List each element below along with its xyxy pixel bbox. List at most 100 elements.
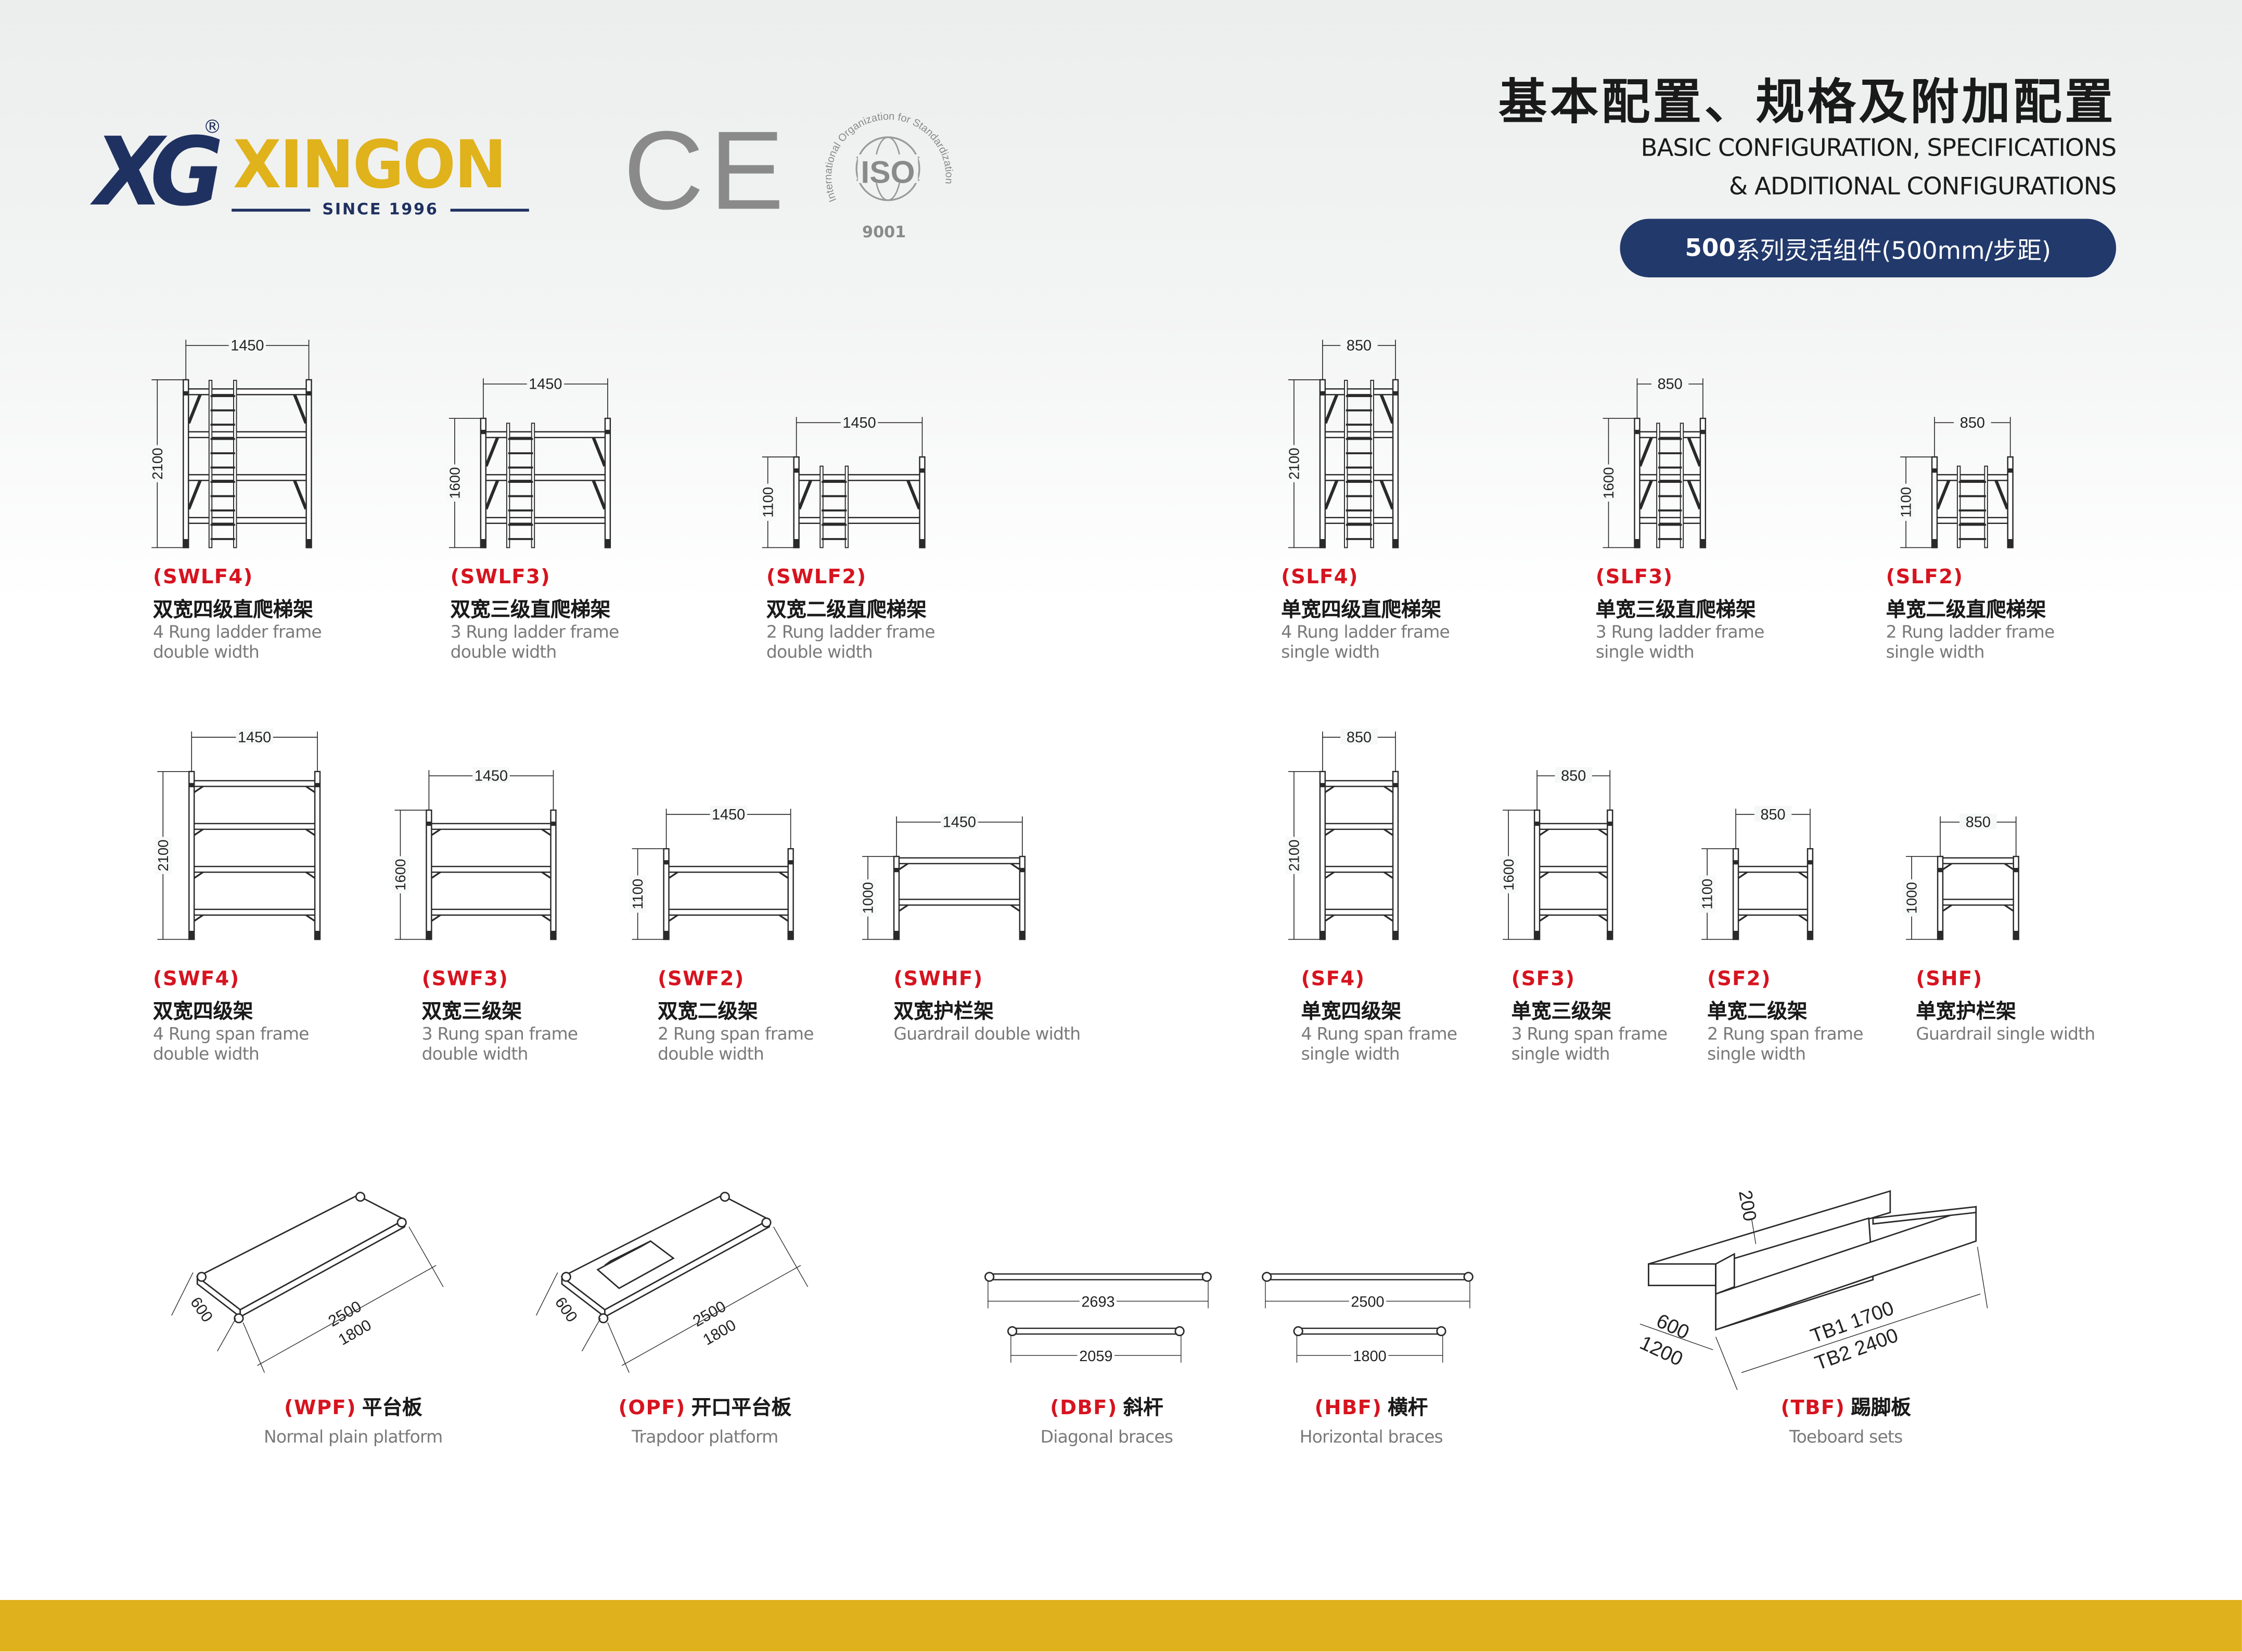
since-line: SINCE 1996 bbox=[232, 200, 529, 219]
product-name-cn: 单宽三级架 bbox=[1511, 1001, 1611, 1024]
frame-rung bbox=[1933, 474, 2011, 481]
frame-rung bbox=[190, 780, 318, 787]
product-name-cn: 双宽四级直爬梯架 bbox=[153, 599, 313, 622]
frame-rung bbox=[1735, 908, 1811, 916]
ladder-stile bbox=[1656, 422, 1660, 548]
accessory-title: (OPF)开口平台板 bbox=[618, 1393, 791, 1422]
frame-rung bbox=[1536, 866, 1611, 873]
ladder-stile bbox=[1984, 465, 1988, 548]
product-code: (SWF2) bbox=[658, 968, 745, 991]
width-dimension: 850 bbox=[1347, 729, 1372, 746]
product-name-cn: 单宽四级架 bbox=[1301, 1001, 1402, 1024]
frame-rung bbox=[190, 823, 318, 830]
divider bbox=[232, 208, 311, 211]
frame-rung bbox=[1322, 388, 1397, 395]
height-dimension: 200 bbox=[1735, 1188, 1761, 1223]
product-code: (OPF) bbox=[618, 1397, 686, 1420]
height-dimension: 2100 bbox=[149, 448, 165, 480]
frame-rung bbox=[428, 908, 554, 916]
product-code: (TBF) bbox=[1780, 1397, 1846, 1420]
page-title-en-2: & ADDITIONAL CONFIGURATIONS bbox=[1728, 173, 2117, 202]
accessory-title: (TBF)踢脚板 bbox=[1781, 1393, 1911, 1422]
length-dimension: 2059 bbox=[1079, 1348, 1112, 1365]
product-name-en-2: single width bbox=[1511, 1044, 1610, 1064]
accessory-title: (WPF)平台板 bbox=[264, 1393, 442, 1422]
product-code: (SF2) bbox=[1707, 968, 1771, 991]
product-name-en-2: double width bbox=[153, 642, 260, 662]
frame-rung bbox=[482, 431, 609, 439]
ladder-stile bbox=[506, 422, 510, 548]
series-badge-text: 系列灵活组件(500mm/步距) bbox=[1735, 237, 2052, 266]
frame-rung bbox=[1536, 908, 1611, 916]
product-name-cn: 双宽护栏架 bbox=[893, 1001, 994, 1024]
height-dimension: 1600 bbox=[446, 467, 463, 499]
product-name-en-2: single width bbox=[1886, 642, 1985, 662]
accessory-label: (OPF)开口平台板 Trapdoor platform bbox=[618, 1393, 791, 1447]
height-dimension: 1000 bbox=[1904, 882, 1920, 914]
product-name-cn: 单宽四级直爬梯架 bbox=[1281, 599, 1441, 622]
product-name-cn: 单宽二级直爬梯架 bbox=[1886, 599, 2046, 622]
frame-post bbox=[1634, 417, 1641, 548]
iso-number: 9001 bbox=[862, 223, 906, 242]
frame-rung bbox=[665, 866, 791, 873]
product-name-cn: 开口平台板 bbox=[691, 1397, 792, 1420]
frame-drawing: 850 1000 bbox=[1903, 813, 2019, 940]
product-name-en: Guardrail single width bbox=[1916, 1023, 2095, 1044]
width-dimension: 850 bbox=[1347, 338, 1372, 354]
frame-post bbox=[1392, 771, 1399, 940]
width-dimension: 1450 bbox=[475, 768, 508, 785]
product-code: (SLF2) bbox=[1886, 566, 1964, 590]
frame-post bbox=[604, 417, 611, 548]
ladder-stile bbox=[1956, 465, 1961, 548]
frame-rung bbox=[190, 866, 318, 873]
product-name-cn: 单宽三级直爬梯架 bbox=[1595, 599, 1756, 622]
product-name-en: 2 Rung span frame bbox=[1707, 1023, 1863, 1044]
brace-tube bbox=[985, 1273, 1211, 1280]
width-dimension: 1450 bbox=[230, 338, 264, 354]
frame-post bbox=[426, 809, 432, 940]
xg-logo-mark: XG bbox=[94, 117, 224, 227]
product-code: (SWLF2) bbox=[766, 566, 867, 590]
product-name-en: Horizontal braces bbox=[1299, 1427, 1443, 1447]
product-code: (SWLF3) bbox=[450, 566, 551, 590]
frame-rung bbox=[185, 474, 310, 481]
frame-post bbox=[305, 379, 312, 548]
product-name-en-2: single width bbox=[1301, 1044, 1400, 1064]
product-name-en: Trapdoor platform bbox=[632, 1427, 778, 1447]
frame-post bbox=[183, 379, 189, 548]
iso-text: ISO bbox=[861, 155, 915, 190]
width-dimension: 850 bbox=[1658, 376, 1683, 393]
brace-tube bbox=[1263, 1273, 1472, 1280]
height-dimension: 1100 bbox=[630, 879, 646, 910]
product-name-cn: 双宽二级架 bbox=[658, 1001, 758, 1024]
frame-rung bbox=[895, 899, 1023, 906]
product-name-en: Diagonal braces bbox=[1040, 1427, 1173, 1447]
width-dimension: 850 bbox=[1966, 814, 1991, 831]
product-name-en: Toeboard sets bbox=[1789, 1427, 1903, 1447]
product-name-en: 3 Rung ladder frame bbox=[1595, 622, 1765, 642]
depth-dimension: 600 bbox=[552, 1294, 581, 1325]
frame-rung bbox=[1322, 431, 1397, 439]
footer-bar bbox=[0, 1600, 2242, 1651]
product-name-en-2: single width bbox=[1707, 1044, 1806, 1064]
ladder-stile bbox=[233, 380, 237, 548]
product-name-cn: 踢脚板 bbox=[1851, 1397, 1911, 1420]
product-name-en-2: double width bbox=[658, 1044, 764, 1064]
product-name-en: 2 Rung span frame bbox=[658, 1023, 814, 1044]
frame-rung bbox=[1536, 823, 1611, 830]
ladder-stile bbox=[1344, 380, 1348, 548]
frame-rung bbox=[190, 908, 318, 916]
width-dimension: 1450 bbox=[238, 729, 271, 746]
frame-rung bbox=[1939, 899, 2017, 906]
frame-rung bbox=[1636, 474, 1704, 481]
product-name-en: 2 Rung ladder frame bbox=[766, 622, 936, 642]
width-dimension: 1450 bbox=[943, 814, 976, 831]
product-name-en: 2 Rung ladder frame bbox=[1886, 622, 2055, 642]
